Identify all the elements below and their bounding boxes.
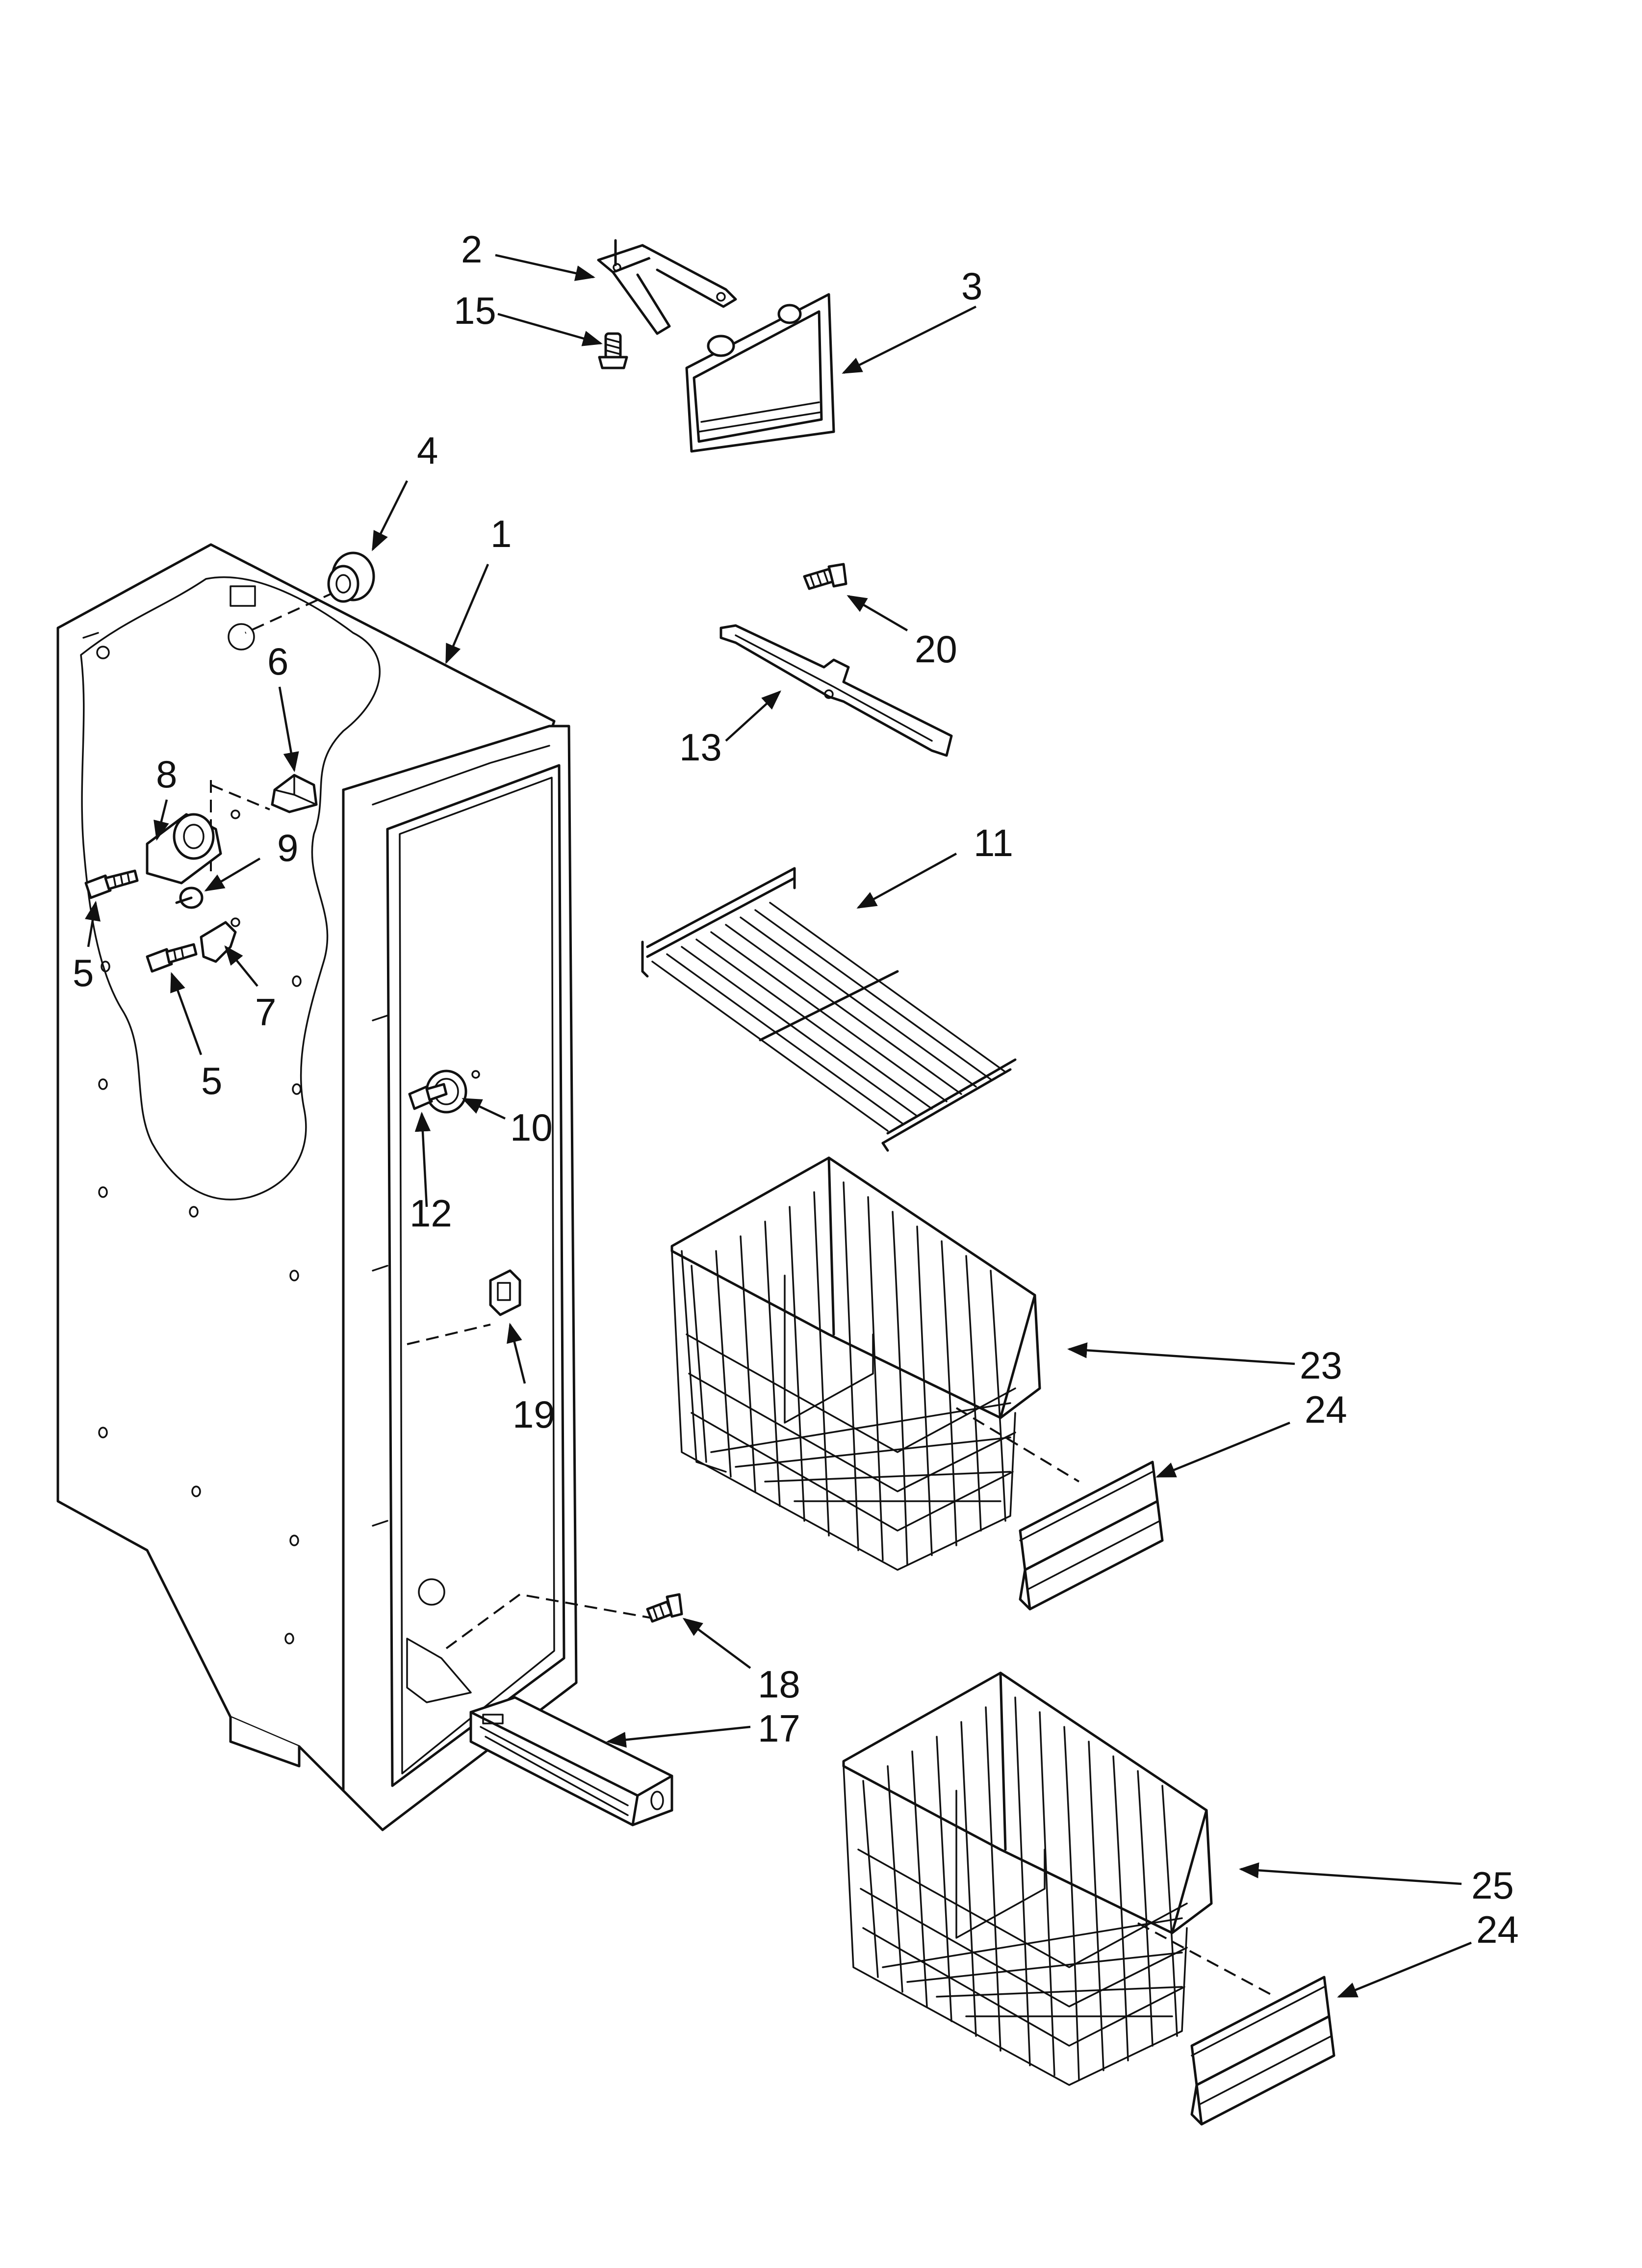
basket-part-23 xyxy=(670,1156,1041,1571)
label-part-20: 20 xyxy=(915,627,957,671)
label-part-9: 9 xyxy=(277,826,298,869)
screw-part-5-upper xyxy=(84,869,139,899)
label-part-8: 8 xyxy=(156,753,177,796)
label-part-13: 13 xyxy=(679,726,722,769)
bracket-part-2 xyxy=(597,239,737,335)
label-part-24-lower: 24 xyxy=(1476,1908,1519,1951)
screw-part-12 xyxy=(408,1083,448,1110)
grommet-part-4 xyxy=(327,551,375,603)
part-labels: 1 2 3 4 5 5 6 7 8 9 10 11 12 13 15 17 18… xyxy=(73,228,1519,1951)
fastener-part-9 xyxy=(175,886,204,909)
trim-part-17 xyxy=(469,1696,673,1826)
leader-arrows xyxy=(85,254,1472,1998)
label-part-24-upper: 24 xyxy=(1305,1388,1347,1431)
label-part-23: 23 xyxy=(1300,1344,1342,1387)
freezer-liner-part xyxy=(56,543,578,1831)
label-part-5-lower: 5 xyxy=(201,1059,222,1102)
label-part-3: 3 xyxy=(961,264,982,308)
screw-part-15 xyxy=(598,332,628,369)
screw-part-5-lower xyxy=(146,943,198,973)
label-part-7: 7 xyxy=(255,991,276,1034)
screw-part-20 xyxy=(803,563,847,590)
label-part-1: 1 xyxy=(490,512,512,555)
basket-front-part-24-upper xyxy=(1019,1460,1164,1611)
label-part-10: 10 xyxy=(510,1106,553,1149)
label-part-15: 15 xyxy=(454,289,496,332)
label-part-5-upper: 5 xyxy=(73,951,94,994)
label-part-17: 17 xyxy=(758,1707,800,1750)
basket-front-part-24-lower xyxy=(1190,1976,1335,2126)
cover-part-3 xyxy=(685,293,835,453)
label-part-12: 12 xyxy=(410,1192,452,1235)
wire-shelf-part-11 xyxy=(641,867,1017,1152)
label-part-18: 18 xyxy=(758,1663,800,1706)
screw-part-18 xyxy=(646,1593,683,1623)
switch-part-19 xyxy=(489,1269,521,1316)
clip-part-6 xyxy=(271,774,318,813)
label-part-19: 19 xyxy=(513,1393,555,1436)
basket-part-25 xyxy=(842,1671,1213,2086)
label-part-2: 2 xyxy=(461,228,482,271)
label-part-6: 6 xyxy=(267,640,288,683)
label-part-11: 11 xyxy=(974,821,1013,864)
rail-part-13 xyxy=(719,624,953,757)
label-part-4: 4 xyxy=(417,429,438,472)
label-part-25: 25 xyxy=(1471,1864,1514,1907)
